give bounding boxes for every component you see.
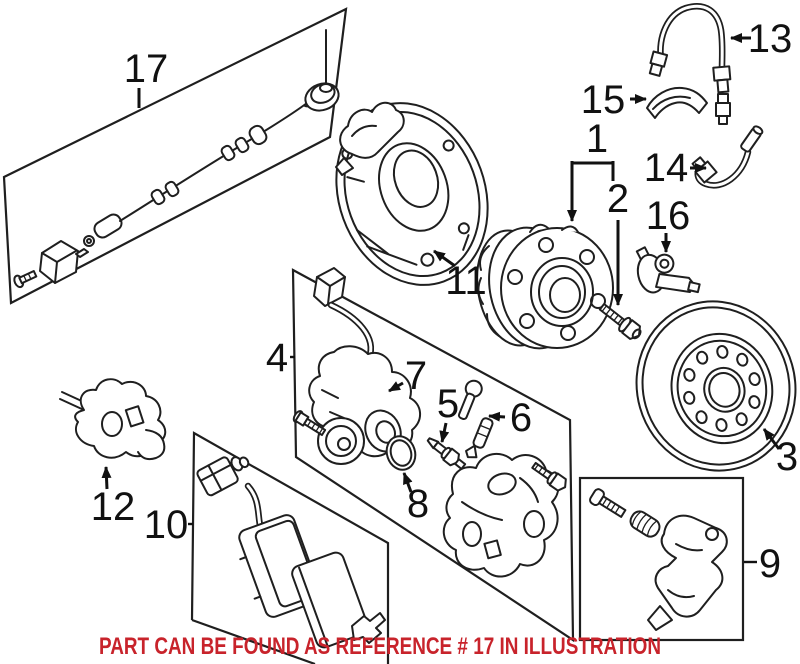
leader-6 [488,411,506,422]
part-1-wheel-hub [476,223,614,350]
carrier-bushing [629,510,661,538]
box-9 [578,476,745,642]
reference-note: PART CAN BE FOUND AS REFERENCE # 17 IN I… [99,633,661,660]
part-7-parking-brake-actuator [308,267,421,465]
part-9-caliper-carrier [589,488,728,631]
callout-11: 11 [445,259,487,303]
part-17-boot [93,213,123,239]
callout-9: 9 [759,542,781,586]
leader-3 [762,428,781,450]
caliper-bolt [531,461,567,492]
part-4-bolt [292,410,327,437]
leader-7 [388,381,404,393]
callout-2: 2 [607,177,629,221]
callout-3: 3 [776,435,798,479]
part-3-brake-rotor [635,300,797,472]
part-11-bracket [339,101,405,159]
part-13-brake-hose [648,3,732,125]
callout-17: 17 [124,47,169,91]
callout-13: 13 [748,17,793,61]
callout-7: 7 [405,354,427,398]
part-6-guide-pins [457,379,494,459]
pad-wear-sensor-connector [196,456,250,497]
box-10 [190,431,390,664]
leader-12 [101,466,112,490]
part-17-abs-sensor-harness [13,29,340,289]
part-17-connector [39,240,79,284]
leader-8 [402,472,413,493]
box-4 [291,268,575,643]
callouts: 17 11 1 2 16 13 15 14 3 4 7 5 6 8 12 10 [91,17,798,586]
callout-16: 16 [646,194,691,238]
callout-10: 10 [144,503,189,547]
callout-12: 12 [91,485,136,529]
part-17-cable [119,102,308,222]
part-17-bolt [13,270,38,289]
leader-1-bracket [572,161,615,181]
carrier-bolt [589,488,627,518]
part-2-hub-bolt [598,303,642,340]
part-12-bracket [59,378,167,461]
leader-11 [433,249,456,268]
callout-8: 8 [407,482,429,526]
callout-6: 6 [510,396,532,440]
callout-15: 15 [581,78,626,122]
pad-retainer-clip [351,612,386,644]
part-17-ring [83,235,95,247]
part-5-bleeder-screw [426,437,467,470]
leader-5 [439,422,450,443]
part-11-splash-shield [335,101,489,286]
brake-pad-outer [291,551,369,649]
callout-14: 14 [644,146,689,190]
part-14-brake-hose [691,125,764,189]
callout-1: 1 [586,117,608,161]
caliper-housing [442,452,567,578]
part-16-abs-sensor [635,246,701,294]
part-15-hose-clip [646,86,708,119]
part-10-brake-pads [196,456,386,649]
callout-4: 4 [266,336,288,380]
box-17 [2,7,348,305]
part-8-seal-ring [385,435,417,471]
callout-5: 5 [437,382,459,426]
